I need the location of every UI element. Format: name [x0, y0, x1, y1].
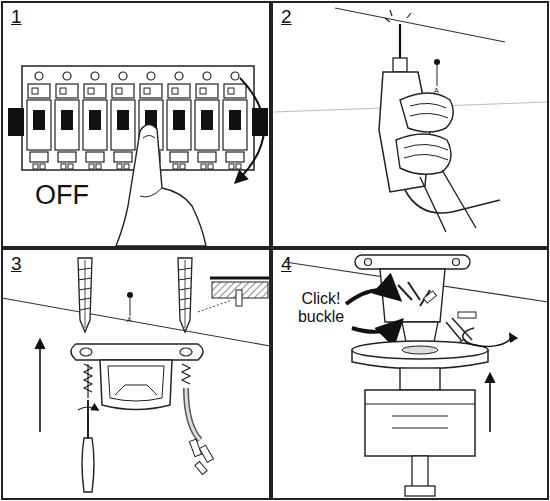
- point-label: A: [434, 87, 439, 94]
- ceiling-section: [210, 277, 270, 280]
- mark-leader: [130, 298, 131, 316]
- drilling-scene: [274, 8, 548, 232]
- hand-finger: [116, 124, 206, 246]
- instruction-panel: 3: [1, 248, 271, 500]
- ceiling-line: [2, 298, 270, 346]
- screw: [84, 364, 92, 398]
- mark-leader: [437, 65, 438, 86]
- hand: [400, 93, 453, 132]
- screw: [182, 364, 190, 384]
- instruction-panel: 2: [271, 1, 549, 248]
- drill-mark: [434, 59, 440, 65]
- wire-connector: [189, 439, 201, 456]
- mounting-plate: [71, 344, 203, 360]
- wall-plug: [78, 258, 92, 332]
- finger-lines: [404, 144, 448, 160]
- screwdriver-handle: [82, 438, 94, 492]
- forearm: [420, 170, 476, 232]
- rotation-arrow: [463, 328, 511, 346]
- motor-housing: [365, 390, 475, 456]
- bracket-box: [380, 269, 445, 322]
- circuit-breaker: [111, 72, 135, 169]
- point-label: A: [127, 316, 132, 323]
- dust-marks: [385, 10, 411, 22]
- rod-base: [405, 486, 435, 496]
- wires: [398, 282, 430, 306]
- wire-connector: [195, 461, 207, 474]
- bracket-mounting: [2, 258, 270, 492]
- instruction-panel: 4Click! buckle: [271, 248, 549, 500]
- bracket-inner: [108, 366, 164, 401]
- bracket-box: [100, 360, 172, 410]
- ceiling-line: [335, 8, 505, 42]
- cable: [186, 388, 200, 440]
- mounting-plate: [355, 255, 470, 269]
- canopy-top: [352, 341, 488, 359]
- breaker-panel: [8, 66, 268, 246]
- housing-detail: [365, 404, 475, 428]
- lift-arrow: [489, 374, 491, 432]
- finger-crease: [140, 188, 162, 197]
- screw-hole: [365, 259, 372, 266]
- canopy-hole: [402, 346, 438, 354]
- step-number: 1: [11, 7, 22, 28]
- click-arrow: [346, 290, 398, 304]
- step-number: 2: [281, 7, 292, 28]
- hand: [396, 134, 451, 174]
- fixture-connection: [285, 255, 548, 496]
- down-rod: [412, 456, 428, 488]
- screw-hole: [180, 348, 192, 356]
- cable: [186, 388, 200, 440]
- finger-lines: [410, 103, 448, 118]
- screw-hole: [80, 348, 92, 356]
- callout-text: Click! buckle: [291, 290, 351, 325]
- step-number: 3: [11, 254, 22, 275]
- din-rail-end: [8, 108, 24, 136]
- din-rail-end: [252, 108, 268, 136]
- screwdriver-shaft: [87, 400, 89, 438]
- circuit-breaker: [83, 72, 107, 169]
- detail-leader: [198, 300, 232, 312]
- drill-chuck: [393, 58, 407, 72]
- drill-mark: [127, 292, 133, 298]
- instruction-text: OFF: [35, 181, 89, 211]
- step-number: 4: [281, 254, 292, 275]
- terminal-block: [402, 322, 438, 342]
- plug-in-ceiling: [236, 290, 242, 306]
- power-cord: [405, 190, 500, 213]
- lift-arrow: [39, 340, 41, 432]
- fingernail: [143, 136, 155, 139]
- circuit-breaker: [223, 72, 247, 169]
- circuit-breaker: [27, 72, 51, 169]
- wire-connector: [199, 445, 213, 462]
- switch-off-arrow: [236, 78, 264, 182]
- cover-cap: [458, 312, 476, 318]
- bracket-detail: [115, 385, 157, 395]
- motor-neck: [400, 368, 440, 390]
- circuit-breaker: [195, 72, 219, 169]
- wall-plug: [178, 258, 192, 332]
- instruction-panel: 1OFF: [1, 1, 271, 248]
- click-arrow: [352, 322, 400, 332]
- screw-hole: [453, 259, 460, 266]
- drill-bit: [399, 24, 401, 60]
- wire-connector: [423, 291, 436, 303]
- circuit-breaker: [55, 72, 79, 169]
- circuit-breaker: [167, 72, 191, 169]
